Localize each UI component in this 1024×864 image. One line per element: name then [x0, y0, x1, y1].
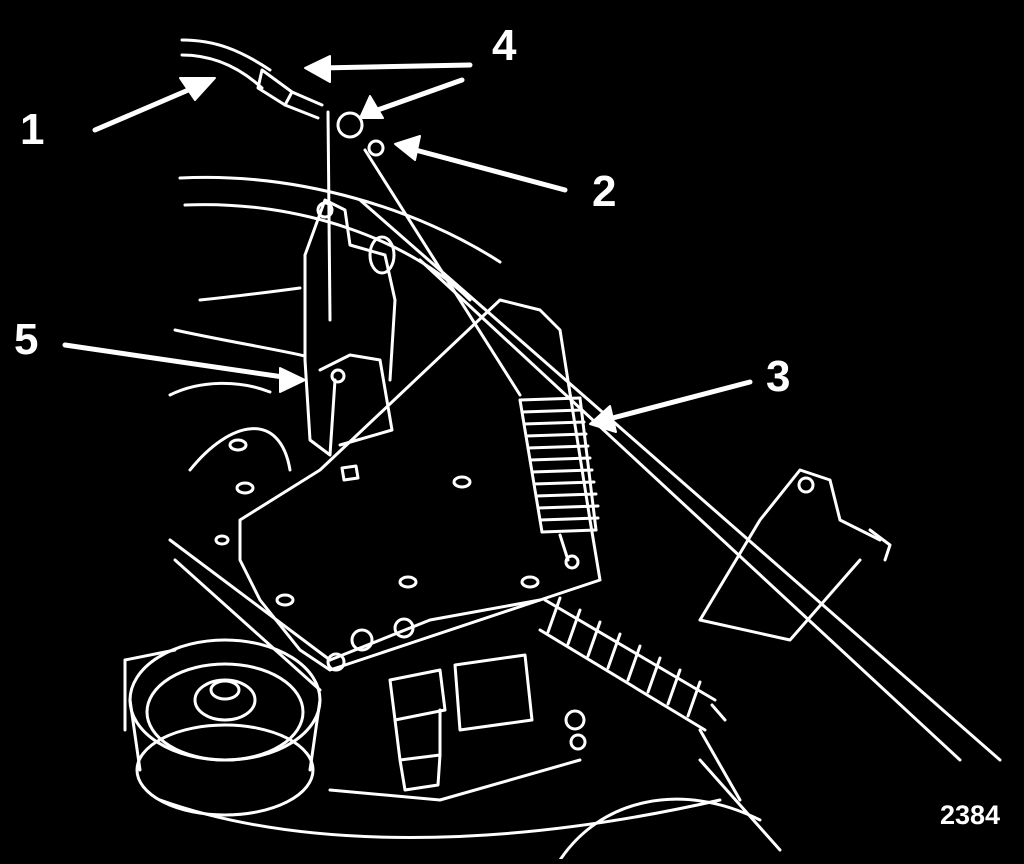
- cable: [180, 38, 522, 397]
- callout-2: 2: [592, 167, 617, 216]
- callout-1: 1: [20, 105, 45, 154]
- idler-arm-plate: [238, 298, 602, 672]
- right-bracket: [698, 468, 892, 642]
- lower-spring: [538, 596, 742, 802]
- cable-bracket: [303, 198, 397, 457]
- upper-spring: [518, 396, 600, 570]
- idler-pulley: [123, 638, 322, 817]
- callout-3: 3: [766, 352, 791, 401]
- pivot-hardware: [326, 617, 587, 802]
- figure-number: 2384: [940, 800, 1001, 830]
- plate-holes: [214, 438, 540, 607]
- callout-4: 4: [492, 21, 517, 70]
- callout-5: 5: [14, 315, 39, 364]
- deck-outline: [158, 175, 1002, 862]
- leader-arrows: [62, 55, 753, 433]
